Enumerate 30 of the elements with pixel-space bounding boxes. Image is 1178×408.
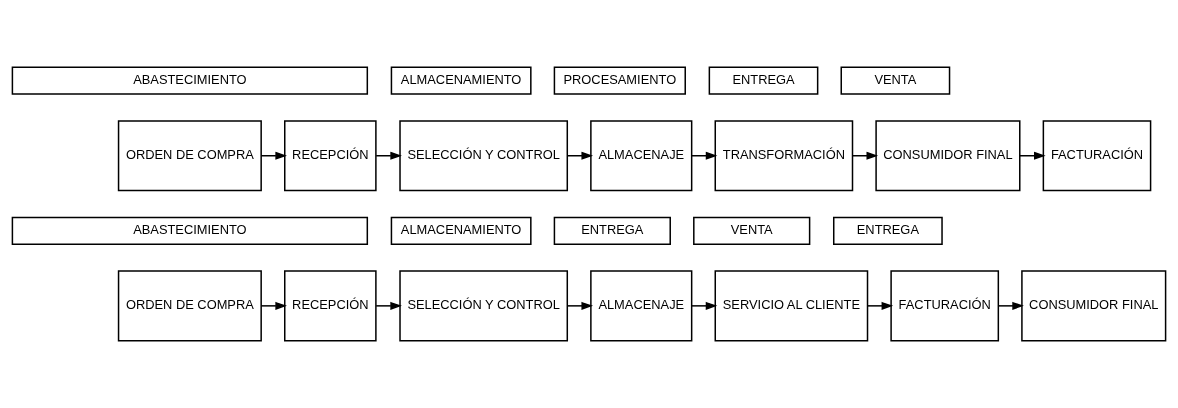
node-box: ORDEN DE COMPRA	[117, 270, 262, 342]
node-box: FACTURACIÓN	[890, 270, 1000, 342]
node-box: SELECCIÓN Y CONTROL	[399, 120, 569, 192]
node-box: ENTREGA	[833, 216, 943, 245]
node-box: VENTA	[693, 216, 811, 245]
arrow	[867, 301, 894, 310]
node-box: ENTREGA	[553, 216, 671, 245]
arrow	[566, 301, 594, 310]
node-box: CONSUMIDOR FINAL	[875, 120, 1021, 192]
node-box: ABASTECIMIENTO	[11, 216, 369, 245]
arrow	[375, 301, 402, 310]
node-box: CONSUMIDOR FINAL	[1021, 270, 1167, 342]
node-box: TRANSFORMACIÓN	[714, 120, 854, 192]
node-box: ALMACENAMIENTO	[390, 66, 532, 95]
node-box: FACTURACIÓN	[1042, 120, 1152, 192]
node-box: ABASTECIMIENTO	[11, 66, 369, 95]
node-box: ALMACENAJE	[590, 120, 693, 192]
node-box: RECEPCIÓN	[284, 270, 377, 342]
node-box: ALMACENAJE	[590, 270, 693, 342]
arrow	[997, 301, 1024, 310]
node-box: RECEPCIÓN	[284, 120, 377, 192]
node-box: VENTA	[840, 66, 951, 95]
arrow	[690, 301, 718, 310]
node-box: SELECCIÓN Y CONTROL	[399, 270, 569, 342]
node-box: ENTREGA	[708, 66, 819, 95]
node-box: ALMACENAMIENTO	[390, 216, 532, 245]
node-box: SERVICIO AL CLIENTE	[714, 270, 869, 342]
arrow	[260, 301, 287, 310]
node-box: ORDEN DE COMPRA	[117, 120, 262, 192]
node-box: PROCESAMIENTO	[553, 66, 686, 95]
